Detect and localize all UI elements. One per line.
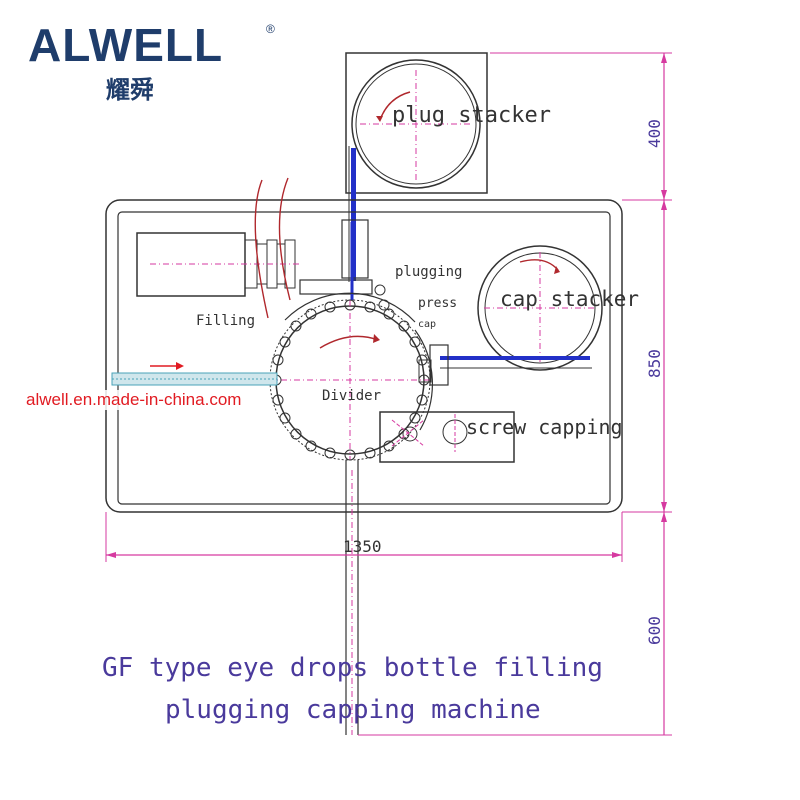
caption-line-2: plugging capping machine	[165, 695, 541, 725]
dimension-line-width	[105, 512, 623, 562]
caption-line-1: GF type eye drops bottle filling	[102, 653, 603, 683]
plug-stacker-label: plug stacker	[392, 103, 551, 128]
dimension-lines-right	[358, 52, 672, 736]
cap-stacker	[477, 245, 603, 371]
brand-chinese-name: 耀舜	[106, 76, 154, 104]
divider-label: Divider	[322, 388, 381, 404]
plug-stacker	[345, 52, 488, 194]
screw-capping-unit	[379, 411, 515, 463]
brand-name: ALWELL	[28, 19, 224, 71]
press-label: press	[418, 296, 457, 311]
dividing-turntable	[268, 292, 433, 461]
dim-right: 850	[645, 349, 664, 378]
screw-capping-label: screw capping	[466, 415, 623, 439]
brand-logo: ALWELL ® 耀舜	[28, 19, 275, 105]
cap-chute	[440, 356, 590, 360]
plug-chute	[351, 148, 356, 281]
dim-top: 400	[645, 119, 664, 148]
filling-label: Filling	[196, 313, 255, 329]
machine-frame	[105, 199, 623, 513]
registered-mark: ®	[266, 22, 275, 36]
infeed-conveyor	[111, 362, 278, 386]
outfeed-conveyor	[345, 460, 359, 735]
motor	[136, 232, 300, 297]
plugging-label: plugging	[395, 264, 462, 280]
plug-press-unit	[299, 219, 390, 311]
watermark-url: alwell.en.made-in-china.com	[24, 390, 244, 410]
cap-stacker-label: cap stacker	[500, 287, 639, 311]
filling-hose-1	[254, 179, 269, 319]
filling-hose-2	[278, 177, 291, 301]
cap-label: cap	[418, 319, 436, 330]
dim-width: 1350	[343, 537, 382, 556]
dim-bottom-right: 600	[645, 616, 664, 645]
